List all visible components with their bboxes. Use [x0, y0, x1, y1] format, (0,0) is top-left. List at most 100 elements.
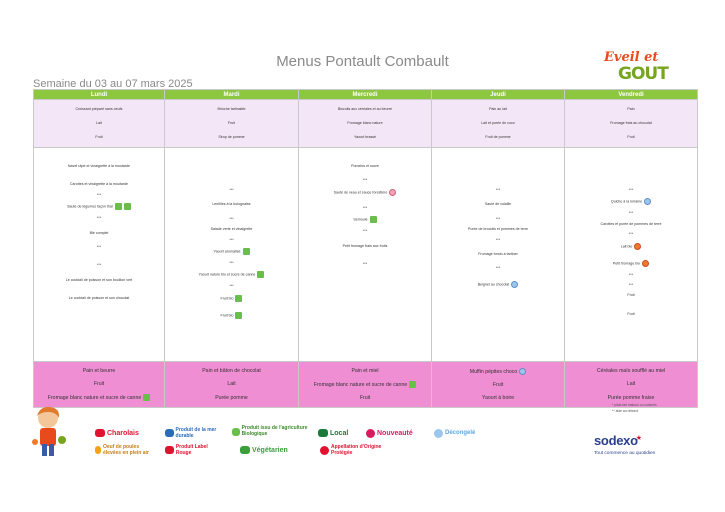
snack-cell-thursday: Muffin pépites choco Fruit Yaourt à boir… [431, 361, 565, 408]
charolais-icon [95, 429, 105, 437]
aop-icon [634, 242, 642, 250]
lunch-item: Sauté de veau et sauce forestière [299, 188, 431, 196]
lunch-separator: *** [628, 272, 634, 277]
lunch-item-text: Sauté de légumes façon thaï [67, 204, 113, 209]
legend-decongele: Décongelé [434, 429, 475, 438]
breakfast-item: Biscuits aux céréales et au beurre [337, 107, 393, 112]
aop-legend-icon [320, 445, 329, 455]
lunch-item: Carottes et purée de pommes de terre [600, 221, 662, 226]
lunch-item-text: Lait bio [620, 244, 633, 249]
snack-item: Purée pomme [215, 394, 248, 401]
snack-item-text: Fromage blanc nature et sucre de canne [313, 381, 408, 388]
breakfast-cell-friday: Pain Fromage frais au chocolat Fruit [564, 99, 698, 148]
page-title: Menus Pontault Combault [276, 53, 449, 70]
lunch-separator: *** [362, 229, 368, 234]
lunch-item: Yaourt aromatisé [165, 248, 298, 256]
breakfast-cell-tuesday: Brioche tartinable Fruit Sirop de pomme [164, 99, 299, 148]
fish-icon [165, 429, 174, 437]
lunch-item: Semoule [299, 216, 431, 224]
lunch-item: Fruit bio [165, 294, 298, 302]
snack-cell-monday: Pain et beurre Fruit Fromage blanc natur… [33, 361, 165, 408]
day-header-monday: Lundi [33, 89, 165, 100]
snack-cell-tuesday: Pain et bâton de chocolat Lait Purée pom… [164, 361, 299, 408]
lunch-separator: *** [628, 283, 634, 288]
logo-line-1: Eveil et [604, 50, 659, 65]
breakfast-item: Fruit [227, 121, 236, 126]
legend-vegetarien: Végétarien [240, 446, 288, 454]
lunch-item: Sauté de volaille [484, 202, 512, 207]
lunch-cell-tuesday: *** Lentilles à la bolognaise *** Salade… [164, 147, 299, 362]
lunch-item: Blé complet [89, 230, 109, 235]
breakfast-item: Yaourt brassé [353, 135, 377, 140]
lunch-separator: *** [628, 211, 634, 216]
decongele-icon [644, 198, 652, 206]
legend-mer-durable: Produit de la mer durable [165, 427, 227, 439]
legend-charolais: Charolais [95, 429, 139, 437]
breakfast-item: Fromage blanc nature [347, 121, 383, 126]
lunch-item: Yaourt nature bio et sucre de canne [165, 271, 298, 279]
lunch-item: Petit fromage frais aux fruits [342, 243, 388, 248]
lunch-separator: *** [628, 232, 634, 237]
lunch-item: Navet râpé et vinaigrette à la moutarde [67, 164, 131, 168]
snack-item: Fromage blanc nature et sucre de canne [299, 381, 431, 388]
lunch-separator: *** [495, 237, 501, 242]
lunch-item: Salade verte et vinaigrette [210, 227, 253, 232]
breakfast-item: Pain au lait [489, 107, 507, 112]
bio-icon [114, 203, 122, 211]
day-header-thursday: Jeudi [431, 89, 565, 100]
lunch-cell-wednesday: Pomelos et sucre *** Sauté de veau et sa… [298, 147, 432, 362]
local-icon [318, 429, 328, 437]
new-icon [366, 429, 375, 438]
lunch-row: Navet râpé et vinaigrette à la moutarde … [33, 147, 698, 362]
breakfast-item: Lait [96, 121, 102, 126]
day-header-wednesday: Mercredi [298, 89, 432, 100]
footnote-2: ** aide au rebond [612, 409, 639, 413]
breakfast-item: Fruit de pomme [485, 135, 511, 140]
legend-local: Local [318, 429, 348, 437]
lunch-item: Pomelos et sucre [351, 164, 379, 168]
snack-cell-wednesday: Pain et miel Fromage blanc nature et suc… [298, 361, 432, 408]
lunch-separator: *** [229, 188, 234, 192]
legend-aop: Appellation d'Origine Protégée [320, 444, 404, 456]
breakfast-item: Sirop de pomme [218, 135, 245, 140]
vegetarian-icon [123, 203, 131, 211]
snack-item: Lait [227, 381, 236, 388]
bio-icon [409, 381, 417, 388]
lunch-item: Purée de brocolis et pommes de terre [467, 227, 529, 232]
bio-leaf-icon [232, 427, 240, 436]
lunch-cell-friday: *** Quiche à la lorraine *** Carottes et… [564, 147, 698, 362]
lunch-item: Fruit [627, 311, 635, 316]
eveil-et-gout-logo: Eveil et GOUT [604, 50, 669, 86]
lunch-item: Lait bio [565, 242, 697, 250]
snack-item: Pain et miel [351, 368, 379, 374]
snack-item: Fromage blanc nature et sucre de canne [34, 394, 164, 401]
day-header-row: Lundi Mardi Mercredi Jeudi Vendredi [33, 89, 698, 100]
breakfast-item: Brioche tartinable [217, 107, 246, 112]
lunch-separator: *** [495, 188, 501, 192]
lunch-separator: *** [495, 266, 501, 271]
breakfast-cell-monday: Croissant préparé sans oeufs Lait Fruit [33, 99, 165, 148]
lunch-item-text: Sauté de veau et sauce forestière [333, 190, 388, 195]
breakfast-item: Fromage frais au chocolat [610, 121, 652, 126]
breakfast-row: Croissant préparé sans oeufs Lait Fruit … [33, 99, 698, 148]
week-label: Semaine du 03 au 07 mars 2025 [33, 78, 193, 90]
lunch-item: Quiche à la lorraine [565, 198, 697, 206]
lunch-item-text: Yaourt aromatisé [213, 249, 241, 254]
snack-item: Céréales maïs soufflé au miel [596, 368, 666, 375]
lunch-item: Le cocktail de poisson et son bouillon v… [65, 277, 133, 282]
day-header-tuesday: Mardi [164, 89, 299, 100]
breakfast-item: Croissant préparé sans oeufs [75, 107, 123, 112]
mascot-illustration [32, 406, 66, 456]
snack-item: Fruit [492, 382, 504, 388]
lunch-item-text: Beignet au chocolat [477, 282, 510, 287]
lunch-cell-monday: Navet râpé et vinaigrette à la moutarde … [33, 147, 165, 362]
snack-item: Fruit [93, 381, 105, 387]
bio-icon [369, 216, 377, 224]
snack-cell-friday: Céréales maïs soufflé au miel Lait Purée… [564, 361, 698, 408]
label-rouge-icon [389, 188, 397, 196]
legend-oeuf-plein-air: Oeuf de poules élevées en plein air [95, 444, 153, 456]
bio-icon [143, 394, 151, 401]
logo-line-2: GOUT [618, 64, 669, 84]
lunch-separator: *** [96, 216, 102, 221]
breakfast-item: Lait et purée de coco [481, 121, 515, 126]
